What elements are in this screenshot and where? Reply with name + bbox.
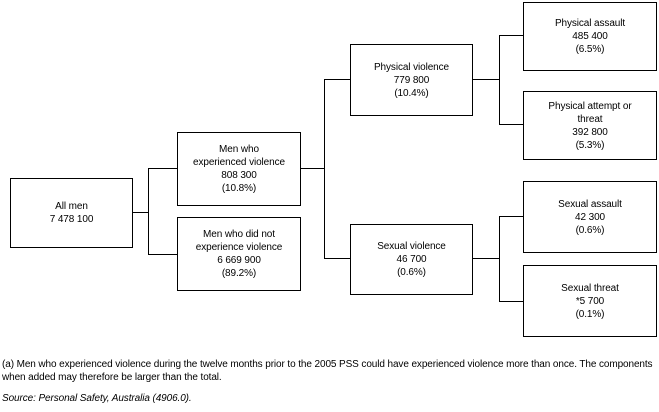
source-text: Source: Personal Safety, Australia (4906… — [2, 393, 192, 404]
node-label: Physical violence — [373, 61, 449, 73]
node-physical-attempt-or-threat: Physical attempt or threat 392 800 (5.3%… — [523, 91, 657, 160]
connector-line — [148, 254, 177, 255]
node-value: 6 669 900 — [217, 255, 261, 266]
node-value: 42 300 — [575, 211, 605, 223]
node-percent: (6.5%) — [575, 44, 605, 55]
node-value: 779 800 — [393, 74, 430, 86]
node-label: Sexual threat — [561, 282, 619, 294]
node-value: 485 400 — [572, 31, 608, 42]
node-sexual-assault: Sexual assault 42 300 (0.6%) — [523, 181, 657, 253]
footnote-text: (a) Men who experienced violence during … — [2, 359, 653, 383]
node-label: Sexual violence — [377, 241, 446, 252]
node-label: Physical assault — [554, 18, 626, 29]
node-label: Sexual assault — [558, 198, 622, 210]
node-label: threat — [577, 113, 603, 125]
node-label: Men who did not — [203, 229, 275, 240]
node-physical-violence: Physical violence 779 800 (10.4%) — [350, 44, 473, 116]
connector-line — [499, 35, 523, 36]
connector-line — [324, 79, 350, 80]
node-percent: (10.4%) — [394, 87, 429, 99]
node-men-did-not-experience-violence: Men who did not experience violence 6 66… — [177, 217, 301, 291]
node-label: All men — [55, 201, 88, 212]
node-percent: (5.3%) — [575, 139, 605, 151]
connector-line — [499, 217, 500, 302]
connector-line — [499, 124, 523, 125]
node-sexual-violence: Sexual violence 46 700 (0.6%) — [350, 224, 473, 295]
node-label: experience violence — [195, 242, 283, 253]
node-value: 46 700 — [396, 254, 427, 265]
connector-line — [499, 36, 500, 125]
connector-line — [324, 80, 325, 259]
node-value: 808 300 — [221, 170, 257, 181]
node-value: *5 700 — [575, 295, 605, 307]
node-label: Physical attempt or — [548, 100, 632, 112]
node-value: 392 800 — [572, 126, 608, 138]
node-value: 7 478 100 — [49, 214, 94, 225]
connector-line — [499, 216, 523, 217]
connector-line — [324, 258, 350, 259]
node-men-experienced-violence: Men who experienced violence 808 300 (10… — [177, 132, 301, 206]
node-sexual-threat: Sexual threat *5 700 (0.1%) — [523, 265, 657, 337]
node-physical-assault: Physical assault 485 400 (6.5%) — [523, 2, 657, 71]
connector-line — [148, 168, 177, 169]
node-all-men: All men 7 478 100 — [10, 178, 133, 248]
connector-line — [132, 212, 148, 213]
connector-line — [499, 301, 523, 302]
connector-line — [472, 79, 499, 80]
node-percent: (10.8%) — [221, 183, 257, 194]
connector-line — [300, 168, 324, 169]
node-percent: (89.2%) — [221, 268, 257, 279]
node-percent: (0.1%) — [575, 308, 605, 320]
node-label: experienced violence — [193, 157, 285, 168]
connector-line — [148, 169, 149, 255]
node-percent: (0.6%) — [397, 267, 426, 278]
connector-line — [472, 258, 499, 259]
node-percent: (0.6%) — [575, 224, 605, 236]
node-label: Men who — [219, 144, 259, 155]
